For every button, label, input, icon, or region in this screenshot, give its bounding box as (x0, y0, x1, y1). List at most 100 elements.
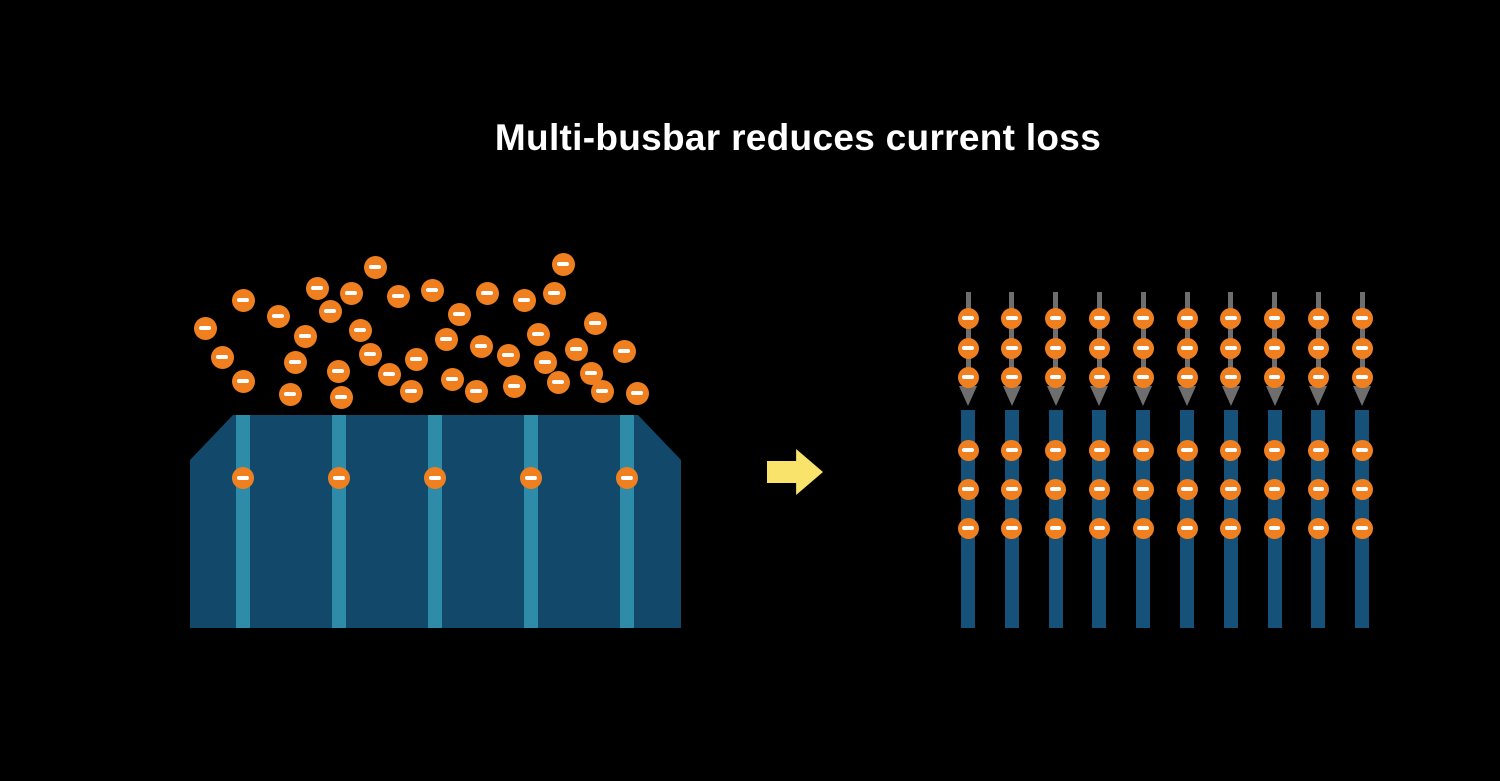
electron-icon (231, 288, 255, 312)
electron-icon (1045, 366, 1067, 388)
down-arrow-icon (1090, 386, 1109, 406)
electron-icon (1001, 439, 1023, 461)
down-arrow-icon (959, 386, 977, 406)
electron-icon (1351, 307, 1373, 329)
electron-icon (1264, 478, 1286, 500)
electron-icon (326, 359, 350, 383)
electron-icon (1351, 366, 1373, 388)
electron-icon (533, 350, 557, 374)
electron-icon (502, 374, 526, 398)
electron-icon (1176, 517, 1198, 539)
electron-icon (1001, 478, 1023, 500)
electron-icon (1176, 478, 1198, 500)
electron-icon (957, 307, 979, 329)
electron-icon (957, 478, 979, 500)
electron-icon (583, 311, 607, 335)
down-arrow-icon (1221, 386, 1240, 406)
electron-icon (1001, 517, 1023, 539)
electron-icon (318, 299, 342, 323)
electron-icon (551, 252, 575, 276)
down-arrow-icon (1265, 386, 1284, 406)
electron-icon (1001, 307, 1023, 329)
electron-icon (1220, 439, 1242, 461)
electron-icon (278, 382, 302, 406)
electron-icon (1176, 337, 1198, 359)
electron-icon (329, 385, 353, 409)
down-arrow-icon (1309, 386, 1328, 406)
electron-icon (957, 439, 979, 461)
electron-icon (546, 370, 570, 394)
electron-icon (1264, 337, 1286, 359)
electron-icon (520, 467, 542, 489)
electron-icon (1045, 517, 1067, 539)
electron-icon (1045, 337, 1067, 359)
electron-icon (1088, 478, 1110, 500)
electron-icon (232, 467, 254, 489)
electron-icon (1264, 517, 1286, 539)
electron-icon (1045, 307, 1067, 329)
electron-icon (1264, 307, 1286, 329)
electron-icon (542, 281, 566, 305)
electron-icon (1351, 478, 1373, 500)
electron-icon (625, 381, 649, 405)
electron-icon (1088, 366, 1110, 388)
electron-icon (348, 318, 372, 342)
electron-icon (339, 281, 363, 305)
electron-icon (404, 347, 428, 371)
electron-icon (1088, 517, 1110, 539)
electron-icon (579, 361, 603, 385)
electron-icon (1001, 337, 1023, 359)
down-arrow-icon (1353, 386, 1372, 406)
electron-icon (363, 255, 387, 279)
electron-icon (1351, 337, 1373, 359)
electron-icon (496, 343, 520, 367)
electron-icon (1045, 439, 1067, 461)
electron-icon (377, 362, 401, 386)
electron-icon (464, 379, 488, 403)
electron-icon (210, 345, 234, 369)
electron-icon (564, 337, 588, 361)
electron-icon (616, 467, 638, 489)
electron-icon (1088, 439, 1110, 461)
electron-icon (293, 324, 317, 348)
electron-icon (1220, 478, 1242, 500)
electron-icon (283, 350, 307, 374)
electron-icon (1351, 517, 1373, 539)
electron-icon (1220, 517, 1242, 539)
electron-icon (1220, 337, 1242, 359)
electron-icon (420, 278, 444, 302)
down-arrow-icon (1178, 386, 1196, 406)
electron-icon (1307, 439, 1329, 461)
electron-icon (957, 337, 979, 359)
electron-icon (447, 302, 471, 326)
electron-icon (1088, 307, 1110, 329)
electron-icon (328, 467, 350, 489)
down-arrow-icon (1002, 386, 1021, 406)
electron-icon (1176, 366, 1198, 388)
electron-icon (424, 467, 446, 489)
electron-icon (386, 284, 410, 308)
electron-icon (1351, 439, 1373, 461)
electron-icon (399, 379, 423, 403)
electron-icon (1088, 337, 1110, 359)
down-arrow-icon (1134, 386, 1153, 406)
electron-icon (440, 367, 464, 391)
electron-icon (475, 281, 499, 305)
electron-icon (1132, 517, 1154, 539)
electron-icon (1132, 337, 1154, 359)
electron-icon (1307, 517, 1329, 539)
electron-icon (434, 327, 458, 351)
electron-icon (1307, 478, 1329, 500)
electron-icon (1001, 366, 1023, 388)
electron-icon (469, 334, 493, 358)
electron-icon (1045, 478, 1067, 500)
electron-icon (1264, 439, 1286, 461)
electron-icon (266, 304, 290, 328)
electron-icon (358, 342, 382, 366)
electron-icon (1307, 366, 1329, 388)
electron-icon (1220, 307, 1242, 329)
electron-icon (957, 517, 979, 539)
electron-icon (526, 322, 550, 346)
